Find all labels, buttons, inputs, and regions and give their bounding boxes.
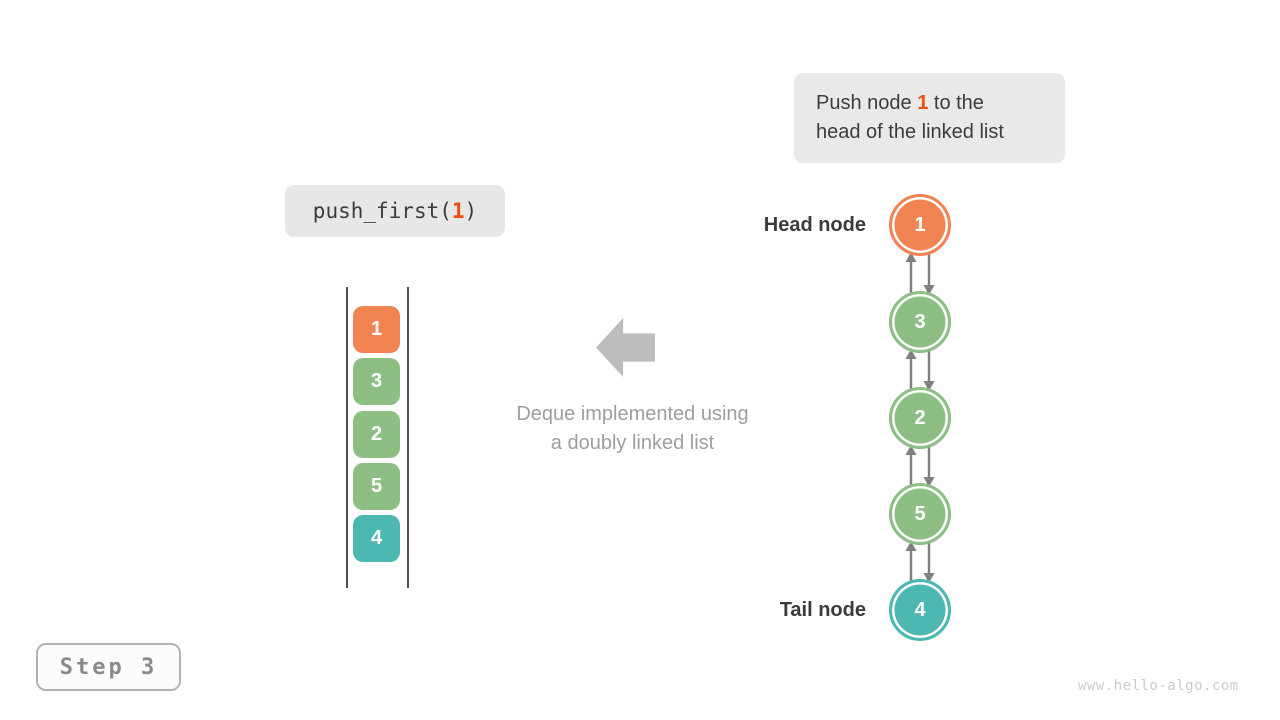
list-node: 2 [889, 387, 951, 449]
list-node-head: 1 [889, 194, 951, 256]
tail-node-label: Tail node [779, 599, 866, 621]
caption: Deque implemented using a doubly linked … [465, 400, 800, 458]
caption-line2: a doubly linked list [550, 432, 715, 454]
head-node-label: Head node [763, 214, 866, 236]
tooltip-line1: Push node 1 to the [816, 89, 1065, 118]
list-node-tail: 4 [889, 579, 951, 641]
stack-item: 1 [353, 306, 400, 353]
code-text: ) [464, 199, 478, 223]
code-text: push_first( [312, 199, 452, 223]
tooltip-text: Push node [816, 92, 918, 114]
code-label: push_first(1) [285, 185, 505, 237]
stack-item: 4 [353, 515, 400, 562]
stack-item: 2 [353, 411, 400, 458]
tooltip-line2: head of the linked list [816, 121, 1004, 143]
tooltip-text: to the [928, 92, 984, 114]
step-badge: Step 3 [36, 643, 181, 691]
code-highlight-value: 1 [451, 199, 465, 223]
left-block-arrow-icon [596, 318, 655, 377]
list-node: 5 [889, 483, 951, 545]
list-node: 3 [889, 291, 951, 353]
stack-rail-right [407, 287, 409, 588]
tooltip-bubble: Push node 1 to the head of the linked li… [794, 73, 1065, 163]
watermark: www.hello-algo.com [1078, 678, 1239, 694]
tooltip-highlight-value: 1 [917, 92, 929, 114]
stack-item: 5 [353, 463, 400, 510]
caption-line1: Deque implemented using [516, 403, 749, 425]
stack-item: 3 [353, 358, 400, 405]
stack-rail-left [346, 287, 348, 588]
link-arrows [905, 252, 935, 583]
